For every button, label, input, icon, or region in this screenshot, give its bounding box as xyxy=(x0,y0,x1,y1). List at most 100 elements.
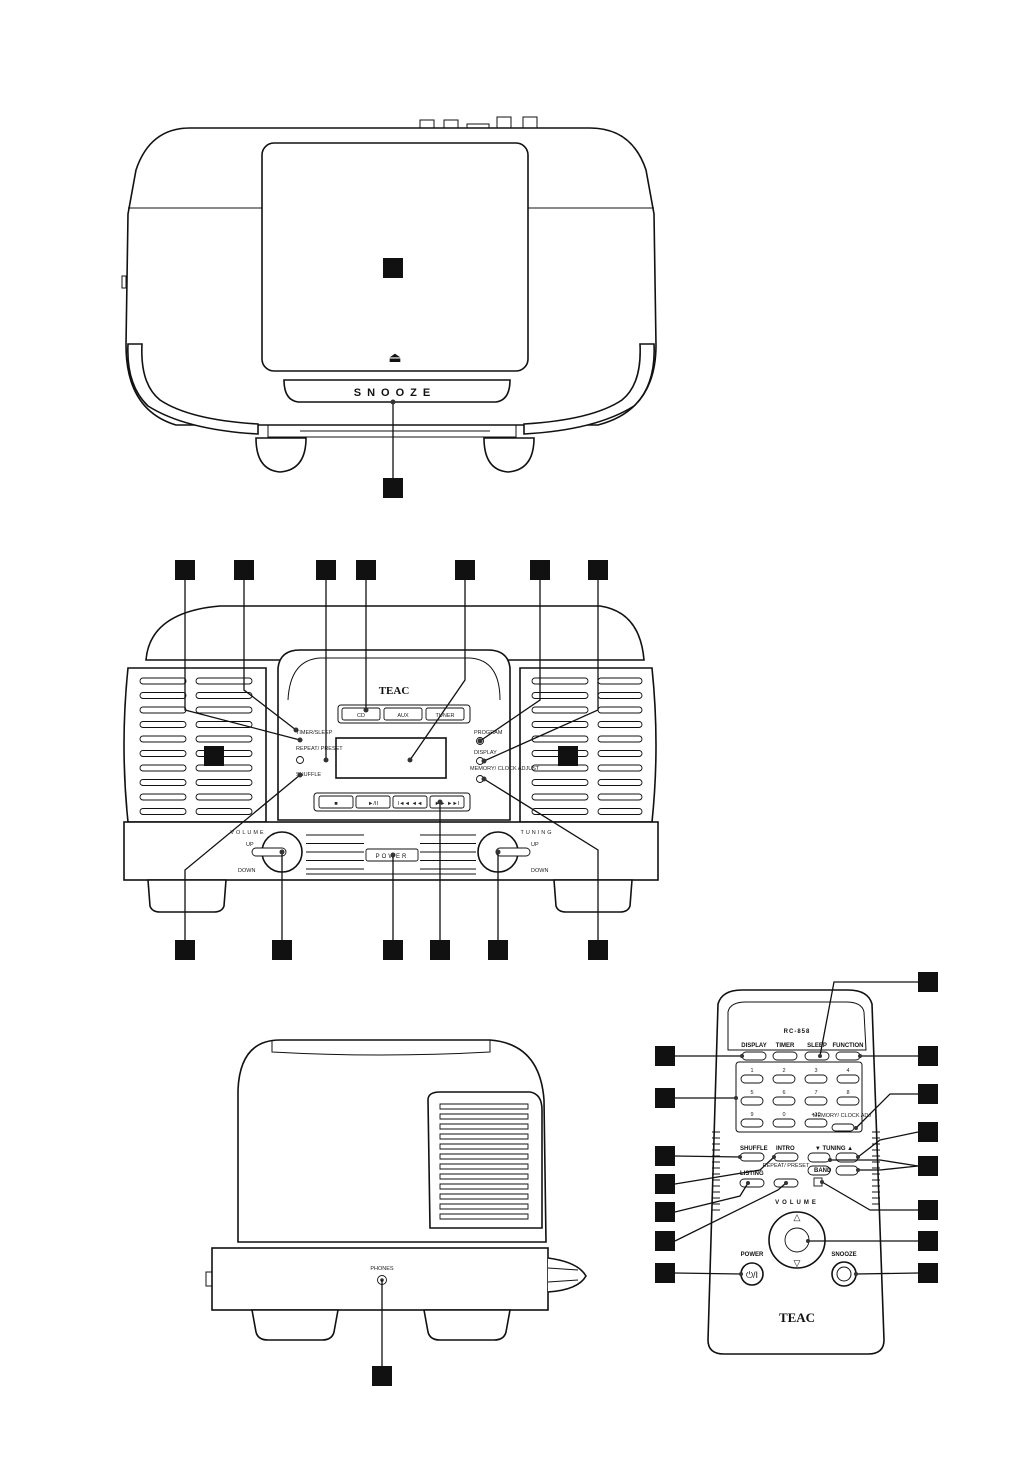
grille-slot xyxy=(597,677,643,685)
remote-shuffle-button[interactable] xyxy=(739,1152,765,1162)
remote-timer-label: TIMER xyxy=(776,1043,795,1049)
cd-lid[interactable] xyxy=(261,142,529,372)
remote-play-pause-button[interactable] xyxy=(835,1165,859,1176)
side-grille-slot xyxy=(439,1193,529,1200)
remote-listing-button[interactable] xyxy=(739,1178,765,1188)
front-foot-right xyxy=(553,879,633,913)
transport-button[interactable] xyxy=(355,795,391,809)
transport-button[interactable] xyxy=(392,795,428,809)
remote-top-panel xyxy=(727,1001,867,1051)
remote-volume-center xyxy=(784,1227,810,1253)
callout-marker xyxy=(655,1231,675,1251)
leader-dot xyxy=(739,1272,743,1276)
remote-sleep-button[interactable] xyxy=(804,1051,830,1061)
callout-marker xyxy=(175,560,195,580)
callout-marker xyxy=(204,746,224,766)
leader-dot xyxy=(297,772,303,778)
source-button-cd[interactable] xyxy=(341,707,381,721)
remote-stop-button[interactable] xyxy=(807,1165,831,1176)
remote-repeat-label: REPEAT/ PRESET xyxy=(763,1163,810,1169)
grille-slot xyxy=(139,764,187,772)
side-grille-slot xyxy=(439,1123,529,1130)
numpad-key-button[interactable] xyxy=(804,1074,828,1084)
callout-marker xyxy=(372,1366,392,1386)
grille-right xyxy=(531,677,643,815)
remote-snooze-button[interactable] xyxy=(831,1261,857,1287)
leader-line xyxy=(855,1272,919,1275)
side-grille-slot xyxy=(439,1153,529,1160)
callout-marker xyxy=(316,560,336,580)
grille-slot xyxy=(597,793,643,801)
remote-timer-button[interactable] xyxy=(772,1051,798,1061)
leader-line xyxy=(483,580,599,762)
handle-left xyxy=(127,343,259,435)
grille-slot xyxy=(597,764,643,772)
numpad-key-label: 1 xyxy=(750,1068,753,1074)
numpad-key-label: 0 xyxy=(782,1112,785,1118)
side-foot-left xyxy=(251,1309,339,1341)
numpad-key-button[interactable] xyxy=(804,1096,828,1106)
leader-line xyxy=(857,1131,919,1158)
grille-slot xyxy=(195,677,253,685)
brand-logo: TEAC xyxy=(379,685,410,697)
rear-button xyxy=(496,116,512,129)
side-grille-slot xyxy=(439,1113,529,1120)
numpad-key-button[interactable] xyxy=(836,1096,860,1106)
grille-slot xyxy=(195,808,253,815)
top-view: ⏏ SNOOZE xyxy=(121,116,657,498)
callout-marker xyxy=(272,940,292,960)
numpad-key-button[interactable] xyxy=(772,1096,796,1106)
callout-marker xyxy=(175,940,195,960)
display-window xyxy=(335,737,447,779)
grille-slot xyxy=(139,721,187,728)
grille-slot xyxy=(597,721,643,728)
callout-marker xyxy=(918,1231,938,1251)
numpad-key-button[interactable] xyxy=(772,1074,796,1084)
tuning-knob-grip xyxy=(495,847,531,857)
callout-marker xyxy=(918,1122,938,1142)
snooze-bar[interactable] xyxy=(283,379,511,403)
remote-function-button[interactable] xyxy=(835,1051,861,1061)
remote-brand-logo: TEAC xyxy=(779,1310,815,1325)
numpad-key-button[interactable] xyxy=(740,1074,764,1084)
leader-dot xyxy=(806,1239,810,1243)
leader-line xyxy=(184,774,301,940)
remote-tuning-down-button[interactable] xyxy=(807,1152,831,1163)
numpad-key-button[interactable] xyxy=(836,1074,860,1084)
leader-dot xyxy=(477,738,483,744)
transport-button[interactable] xyxy=(429,795,465,809)
remote-volume-label: VOLUME xyxy=(775,1200,819,1206)
memory-clock-adj-label: MEMORY/ CLOCK ADJ xyxy=(813,1113,872,1119)
callout-marker xyxy=(383,258,403,278)
callout-marker xyxy=(558,746,578,766)
foot-right xyxy=(483,437,535,473)
remote-intro-button[interactable] xyxy=(773,1152,799,1162)
transport-button[interactable] xyxy=(318,795,354,809)
leader-line xyxy=(674,1182,787,1242)
callout-marker xyxy=(383,478,403,498)
memory-clock-adj-button[interactable] xyxy=(831,1123,855,1132)
callout-marker xyxy=(530,560,550,580)
callout-marker xyxy=(918,1046,938,1066)
leader-dot xyxy=(293,727,299,733)
leader-dot xyxy=(279,849,285,855)
repeat-preset-button[interactable] xyxy=(296,756,304,764)
remote-display-button[interactable] xyxy=(741,1051,767,1061)
tuning-down-label: DOWN xyxy=(531,868,548,874)
source-button-label: CD xyxy=(357,713,365,719)
numpad-key-button[interactable] xyxy=(772,1118,796,1128)
source-button-aux[interactable] xyxy=(383,707,423,721)
leader-dot xyxy=(856,1155,860,1159)
remote-listing-label: LISTING xyxy=(740,1171,764,1177)
numpad-key-button[interactable] xyxy=(740,1096,764,1106)
power-label: POWER xyxy=(376,854,409,860)
grille-slot xyxy=(531,808,589,815)
numpad-key-button[interactable] xyxy=(804,1118,828,1128)
callout-marker xyxy=(655,1146,675,1166)
numpad-key-button[interactable] xyxy=(740,1118,764,1128)
callout-marker xyxy=(655,1046,675,1066)
grille-slot xyxy=(531,706,589,714)
side-grille-slot xyxy=(439,1133,529,1140)
